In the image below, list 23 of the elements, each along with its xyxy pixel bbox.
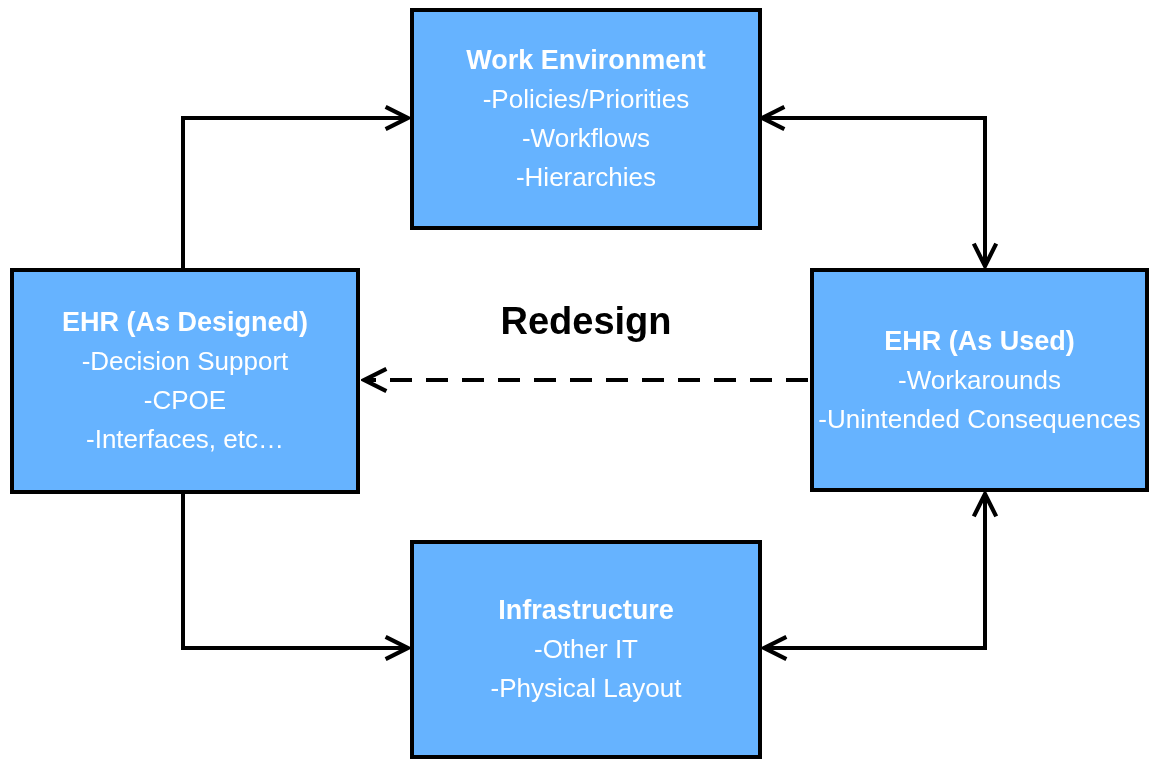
list-item: -CPOE: [143, 384, 227, 417]
arrow: [761, 491, 999, 662]
list-item: -Decision Support: [81, 345, 289, 378]
process-box: [10, 268, 360, 494]
process-box: [810, 268, 1149, 492]
list-item: -Unintended Consequences: [818, 402, 1141, 436]
list-item: -Hierarchies: [515, 161, 657, 194]
box-heading: Infrastructure: [498, 594, 674, 627]
arrow: [181, 494, 411, 662]
box-heading: EHR (As Designed): [61, 306, 308, 339]
edge-label: Redesign: [499, 300, 673, 343]
list-item: -Other IT: [534, 633, 638, 666]
list-item: -Workarounds: [898, 363, 1061, 397]
process-box: [410, 540, 762, 759]
box-heading: EHR (As Used): [884, 324, 1075, 358]
box-heading: Work Environment: [466, 44, 706, 77]
list-item: -Physical Layout: [490, 672, 682, 705]
list-item: -Interfaces, etc…: [86, 423, 284, 456]
arrow: [181, 104, 411, 268]
dashed-arrow: [361, 366, 808, 394]
list-item: -Workflows: [521, 122, 651, 155]
process-box: [410, 8, 762, 230]
list-item: -Policies/Priorities: [482, 83, 690, 116]
